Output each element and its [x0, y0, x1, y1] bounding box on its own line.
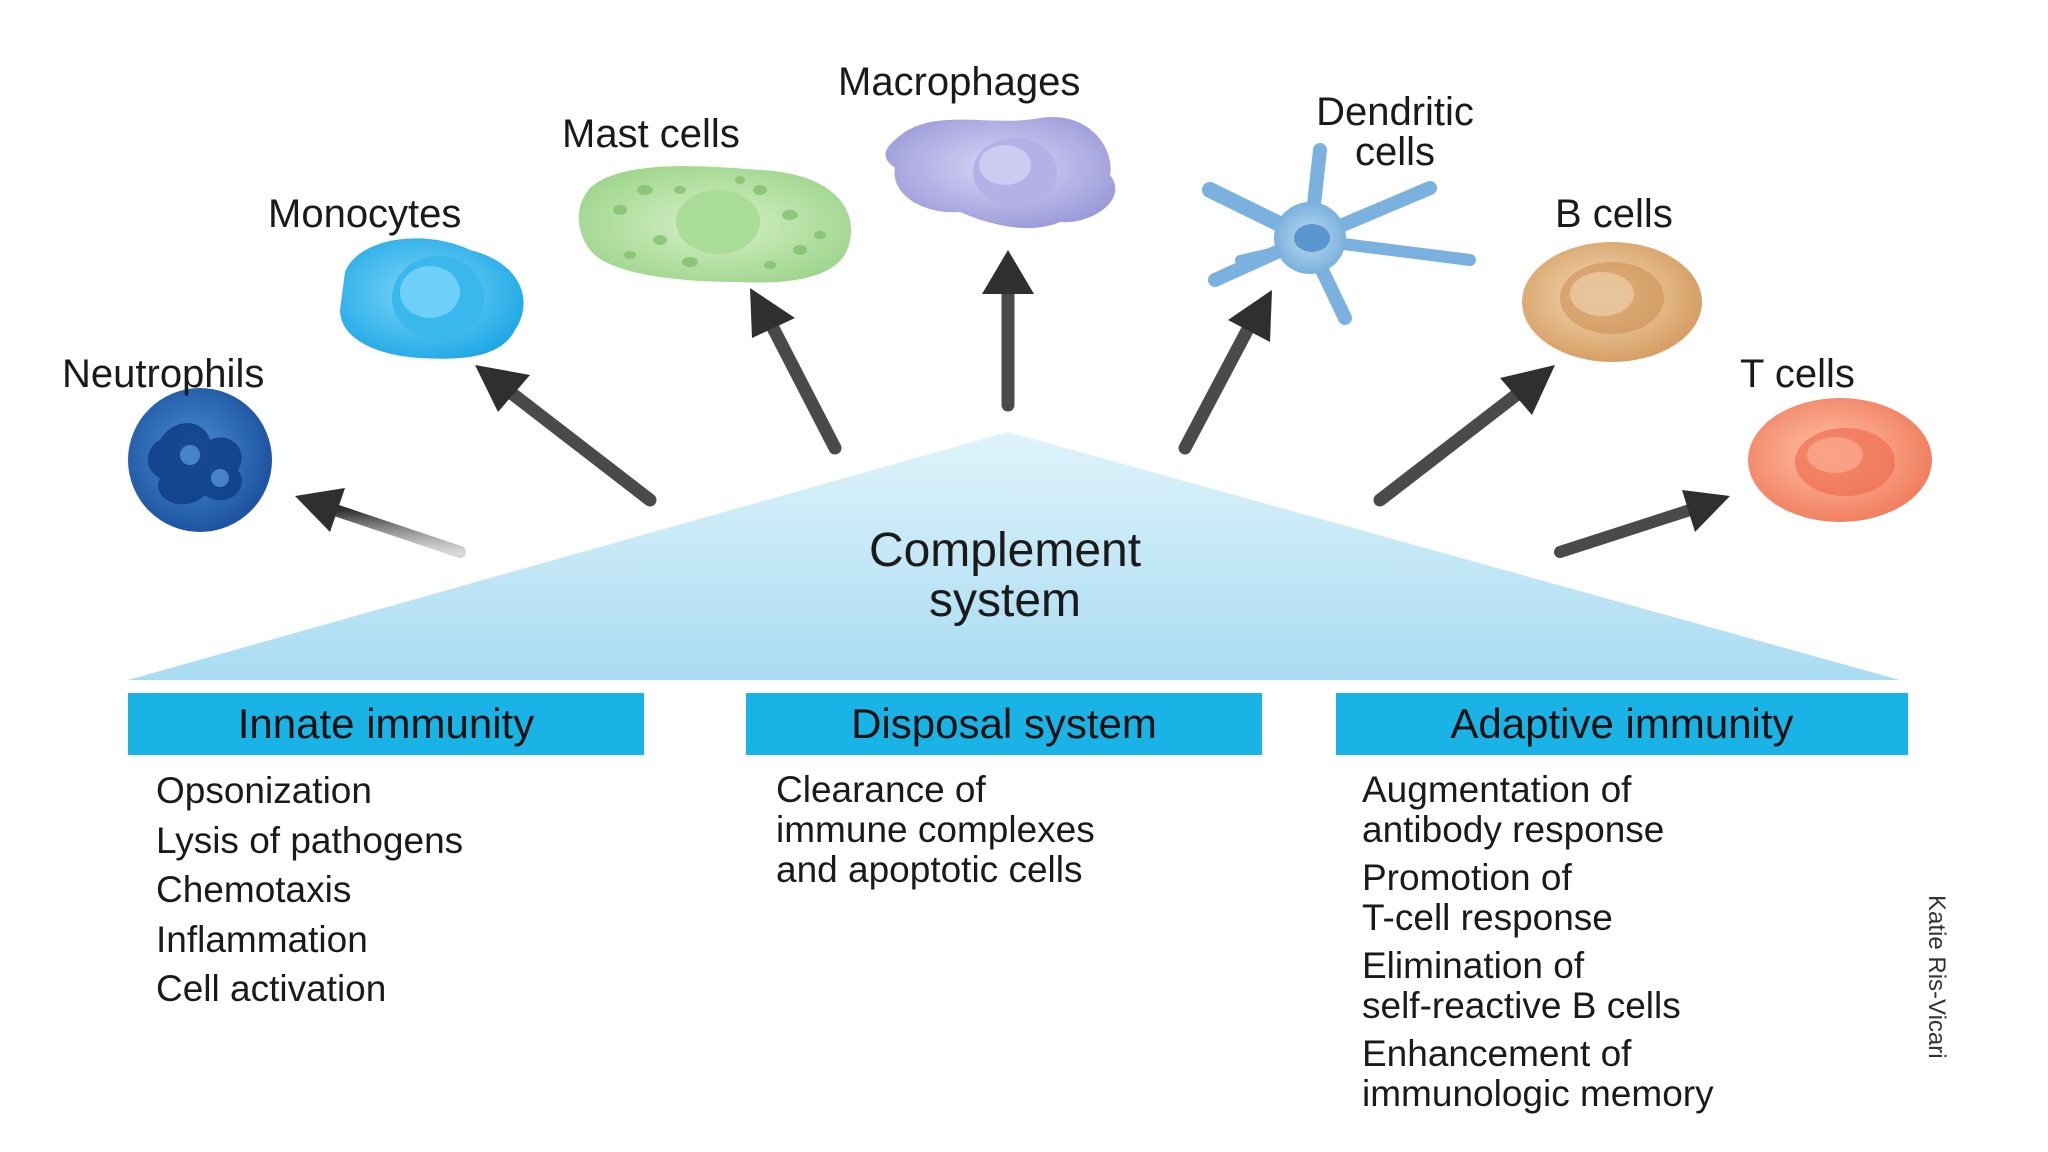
mast-cell	[578, 166, 852, 283]
section-header-disposal-system: Disposal system	[746, 693, 1262, 755]
arrow-macrophages	[982, 250, 1034, 412]
arrow-b-cells	[1373, 365, 1555, 507]
cell-label-t-cells: T cells	[1740, 352, 1855, 396]
cell-label-dendritic-cells: Dendritic cells	[1316, 90, 1474, 174]
innate-immunity-list: Opsonization Lysis of pathogens Chemotax…	[156, 772, 463, 1020]
monocyte-cell	[340, 238, 524, 359]
b-cell	[1522, 242, 1702, 362]
list-item: Lysis of pathogens	[156, 819, 464, 861]
artist-credit: Katie Ris-Vicari	[1923, 895, 1950, 1059]
list-item: Augmentation of antibody response	[1362, 769, 1665, 850]
cell-label-b-cells: B cells	[1555, 192, 1673, 236]
list-item: Inflammation	[156, 918, 368, 960]
list-item: Chemotaxis	[156, 869, 352, 910]
neutrophil-cell	[128, 388, 272, 532]
list-item: Elimination of self-reactive B cells	[1362, 945, 1681, 1026]
list-item: Promotion of T-cell response	[1362, 857, 1613, 938]
list-item: Clearance of immune complexes and apopto…	[776, 769, 1095, 890]
section-header-adaptive-immunity: Adaptive immunity	[1336, 693, 1908, 755]
cell-label-mast-cells: Mast cells	[562, 112, 740, 156]
arrow-t-cells	[1554, 490, 1730, 558]
cell-label-monocytes: Monocytes	[268, 192, 462, 236]
cell-label-neutrophils: Neutrophils	[62, 352, 265, 396]
arrow-monocytes	[475, 365, 657, 507]
t-cell	[1748, 398, 1932, 522]
dendritic-cell	[1202, 143, 1476, 325]
adaptive-immunity-list: Augmentation of antibody response Promot…	[1362, 770, 1714, 1122]
cell-label-macrophages: Macrophages	[838, 60, 1081, 104]
arrow-mast-cells	[750, 288, 842, 455]
complement-triangle	[128, 432, 1900, 680]
arrow-dendritic-cells	[1178, 290, 1272, 455]
list-item: Opsonization	[156, 770, 372, 811]
macrophage-cell	[885, 116, 1116, 229]
complement-system-title: Complement system	[868, 524, 1142, 627]
arrow-neutrophils	[295, 488, 466, 558]
list-item: Enhancement of immunologic memory	[1362, 1033, 1714, 1114]
list-item: Cell activation	[156, 968, 387, 1009]
section-header-innate-immunity: Innate immunity	[128, 693, 644, 755]
disposal-system-list: Clearance of immune complexes and apopto…	[776, 770, 1095, 890]
